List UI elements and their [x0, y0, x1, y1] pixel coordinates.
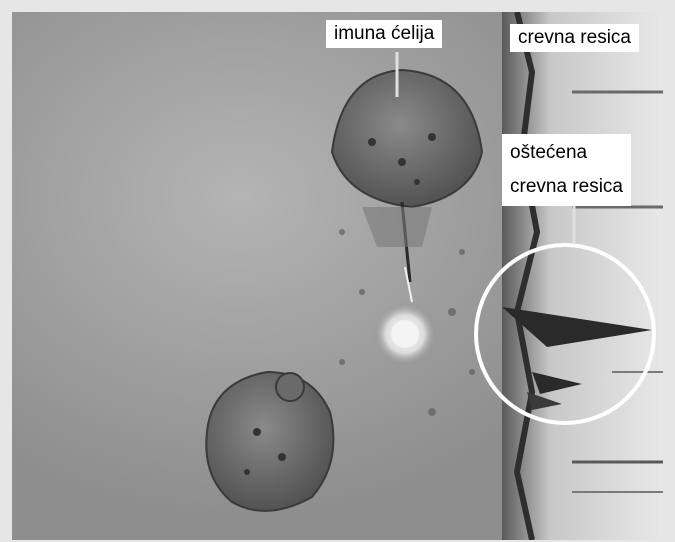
label-damaged-villus-line2: crevna resica	[510, 170, 623, 204]
label-immune-cell: imuna ćelija	[326, 20, 442, 48]
label-damaged-villus: oštećena crevna resica	[502, 134, 631, 206]
immune-cell-lower	[206, 372, 333, 511]
intestinal-villi	[502, 12, 663, 540]
microscopy-illustration	[12, 12, 663, 540]
label-villus: crevna resica	[510, 24, 639, 52]
microscopy-photo: imuna ćelija crevna resica oštećena crev…	[12, 12, 663, 540]
label-damaged-villus-line1: oštećena	[510, 136, 623, 170]
